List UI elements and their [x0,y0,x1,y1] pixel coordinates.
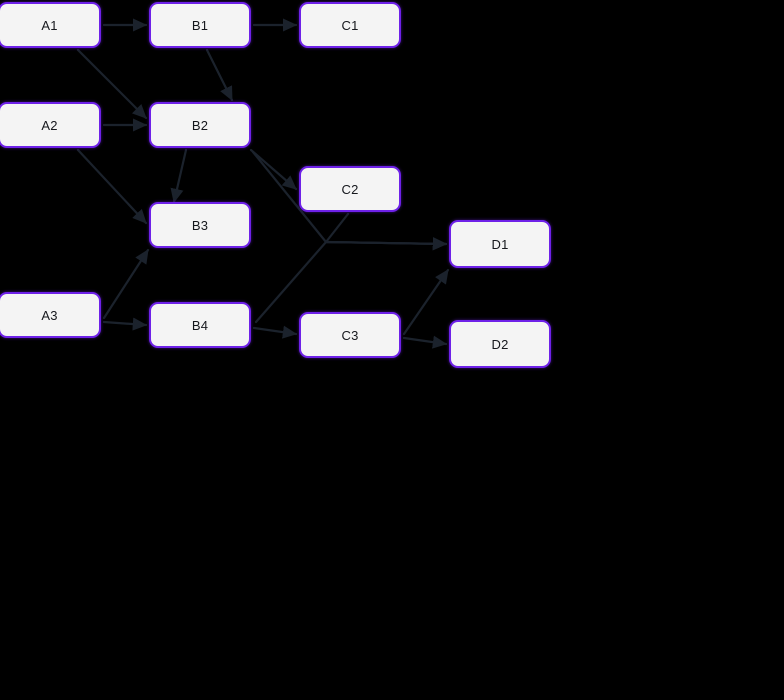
edge-a1-to-b2 [76,48,148,120]
edge-c3-to-d1 [402,268,450,336]
node-label: C2 [341,181,359,197]
edge-b1-to-b2 [205,48,234,102]
node-d2[interactable]: D2 [449,320,551,368]
edge-c3-to-d2 [402,335,448,349]
edge-b4-to-c3 [252,325,298,339]
node-label: B2 [191,117,209,133]
edge-b2-to-c2 [249,148,298,191]
edge-a2-to-b3 [76,148,148,225]
edge-a3-to-b4 [102,317,148,331]
node-label: C3 [341,327,359,343]
node-label: C1 [341,17,359,33]
node-label: D2 [491,336,509,352]
edge-c2-to-d1 [324,212,448,251]
edge-a3-to-b3 [102,248,150,320]
node-label: B1 [191,17,209,33]
node-label: B3 [191,217,209,233]
node-c2[interactable]: C2 [299,166,401,212]
node-d1[interactable]: D1 [449,220,551,268]
node-label: D1 [491,236,509,252]
node-label: A3 [41,307,58,323]
node-a2[interactable]: A2 [0,102,101,148]
node-label: B4 [191,317,209,333]
node-b4[interactable]: B4 [149,302,251,348]
node-b1[interactable]: B1 [149,2,251,48]
node-label: A2 [41,117,58,133]
node-a3[interactable]: A3 [0,292,101,338]
node-label: A1 [41,17,58,33]
node-b3[interactable]: B3 [149,202,251,248]
node-c1[interactable]: C1 [299,2,401,48]
node-c3[interactable]: C3 [299,312,401,358]
node-b2[interactable]: B2 [149,102,251,148]
edge-b4-to-d1 [254,237,448,324]
edge-b2-to-b3 [170,148,188,204]
node-a1[interactable]: A1 [0,2,101,48]
